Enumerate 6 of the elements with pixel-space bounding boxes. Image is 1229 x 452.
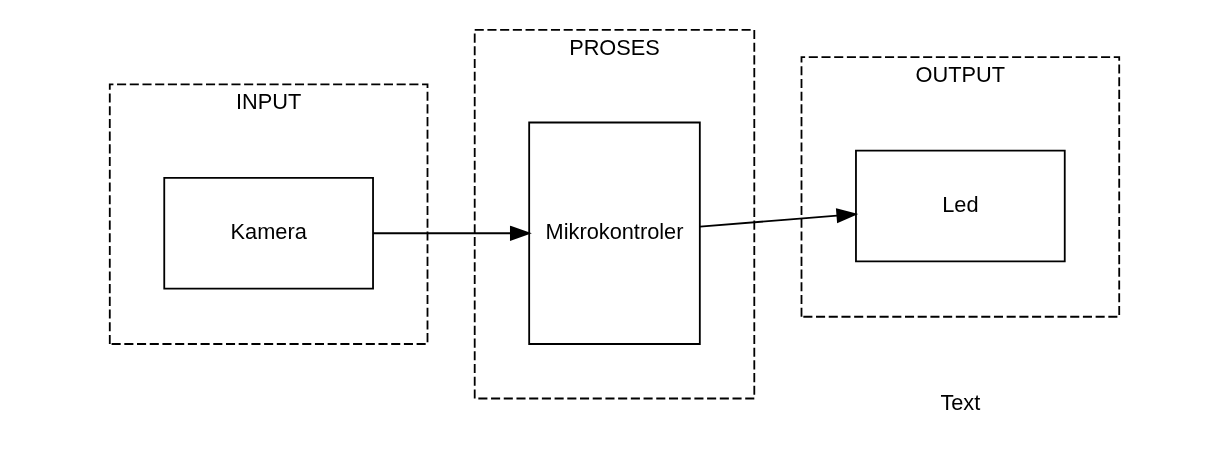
label: Text [940,389,981,415]
arrow [699,208,859,228]
node-box: Led [855,149,1066,263]
node-box: Kamera [163,177,374,290]
node-box: Mikrokontroler [528,121,701,345]
arrow [372,225,532,241]
